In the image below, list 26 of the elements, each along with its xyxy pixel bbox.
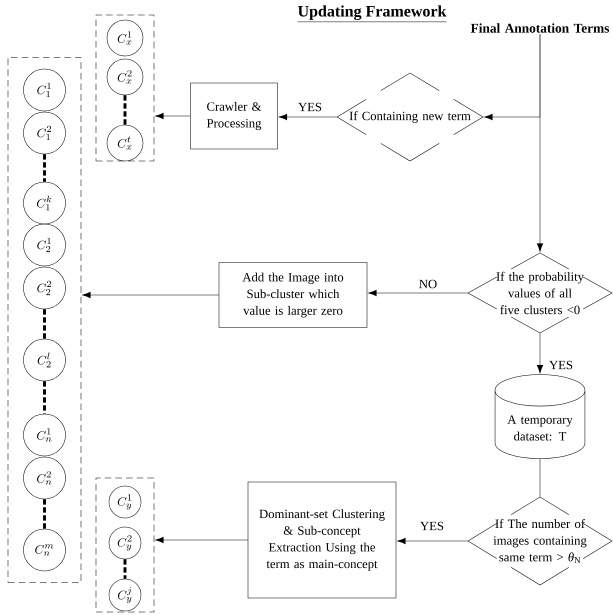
title: Updating Framework bbox=[297, 5, 447, 22]
dashed-connector bbox=[124, 559, 126, 579]
arrow bbox=[397, 538, 468, 544]
cluster-group bbox=[96, 478, 154, 612]
edge-label: YES bbox=[548, 359, 574, 371]
cluster-group bbox=[96, 14, 154, 162]
arrow bbox=[368, 290, 468, 296]
process-box: Add the Image into Sub-cluster which value is larger zero bbox=[218, 262, 368, 328]
database-cylinder: A temporary dataset: T bbox=[494, 374, 586, 459]
edge-label: YES bbox=[296, 101, 324, 113]
dashed-connector bbox=[43, 309, 46, 339]
process-box: Dominant-set Clustering & Sub-concept Extraction Using the term as main-concept bbox=[248, 482, 396, 598]
edge-label: YES bbox=[418, 520, 446, 532]
dashed-connector bbox=[124, 95, 126, 125]
arrow bbox=[536, 34, 544, 252]
process-box: Crawler & Processing bbox=[190, 82, 278, 150]
arrow bbox=[82, 292, 219, 298]
bare-label: Final Annotation Terms bbox=[470, 23, 610, 33]
edge-label: NO bbox=[418, 278, 438, 290]
arrow bbox=[536, 333, 544, 374]
arrow bbox=[155, 536, 248, 544]
cluster-group bbox=[8, 57, 82, 583]
arrow bbox=[155, 112, 190, 120]
arrow bbox=[278, 114, 337, 120]
dashed-connector bbox=[43, 154, 46, 182]
dashed-connector bbox=[43, 499, 46, 529]
